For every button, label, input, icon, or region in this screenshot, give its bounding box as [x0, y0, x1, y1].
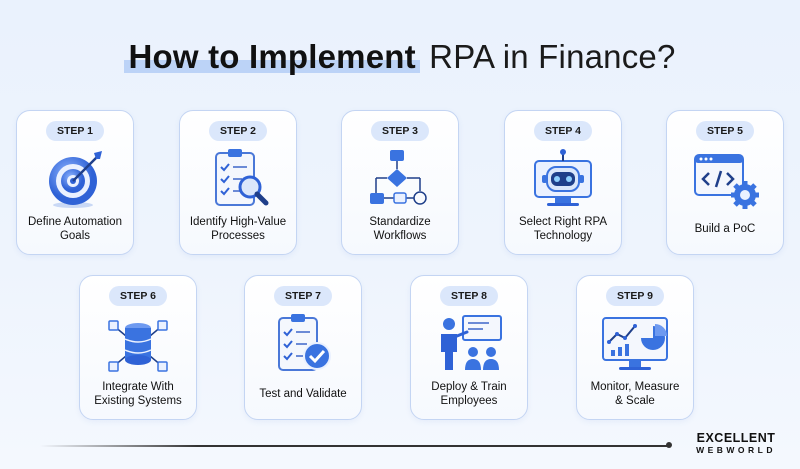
target-icon [49, 151, 102, 208]
step-badge: STEP 4 [534, 121, 592, 141]
step-card-2: STEP 2 Identify High-Value Processes [179, 110, 297, 255]
title-highlight: How to Implement [124, 38, 421, 76]
logo-line-1: EXCELLENT [696, 431, 776, 445]
step-card-3: STEP 3 Standardize Workflows [341, 110, 459, 255]
step-label: Identify High-Value Processes [189, 216, 287, 242]
title-rest: RPA in Finance? [419, 38, 676, 75]
step-card-1: STEP 1 Define Automation Goals [16, 110, 134, 255]
step-label: Deploy & Train Employees [431, 381, 507, 407]
step-badge: STEP 2 [209, 121, 267, 141]
clipboard-check-icon [278, 314, 331, 371]
page-title: How to Implement RPA in Finance? [0, 38, 800, 76]
step-label: Standardize Workflows [369, 216, 431, 242]
database-network-icon [108, 320, 168, 372]
checklist-magnifier-icon [215, 149, 269, 206]
flowchart-icon [370, 150, 427, 205]
step-card-4: STEP 4 Select Right RPA Technology [504, 110, 622, 255]
step-label: Select Right RPA Technology [519, 216, 607, 242]
step-badge: STEP 7 [274, 286, 332, 306]
presenter-training-icon [441, 315, 502, 370]
analytics-dashboard-icon [602, 317, 668, 370]
step-card-7: STEP 7 Test and Validate [244, 275, 362, 420]
step-badge: STEP 8 [440, 286, 498, 306]
logo-line-2: WEBWORLD [696, 445, 776, 455]
step-label: Define Automation Goals [28, 216, 122, 242]
step-label: Build a PoC [694, 223, 756, 235]
step-card-8: STEP 8 Deploy & Train Employees [410, 275, 528, 420]
code-window-gear-icon [694, 154, 759, 209]
step-label: Integrate With Existing Systems [94, 381, 182, 407]
step-badge: STEP 6 [109, 286, 167, 306]
step-card-5: STEP 5 Build a PoC [666, 110, 784, 255]
step-card-6: STEP 6 Integrate With Existing Systems [79, 275, 197, 420]
brand-logo: EXCELLENT WEBWORLD [696, 432, 776, 456]
step-badge: STEP 9 [606, 286, 664, 306]
step-badge: STEP 1 [46, 121, 104, 141]
step-label: Monitor, Measure & Scale [590, 381, 680, 407]
step-badge: STEP 5 [696, 121, 754, 141]
step-card-9: STEP 9 Monitor, Measure & Scale [576, 275, 694, 420]
step-badge: STEP 3 [371, 121, 429, 141]
step-label: Test and Validate [259, 388, 347, 400]
robot-monitor-icon [534, 149, 592, 206]
bottom-divider [40, 442, 672, 448]
